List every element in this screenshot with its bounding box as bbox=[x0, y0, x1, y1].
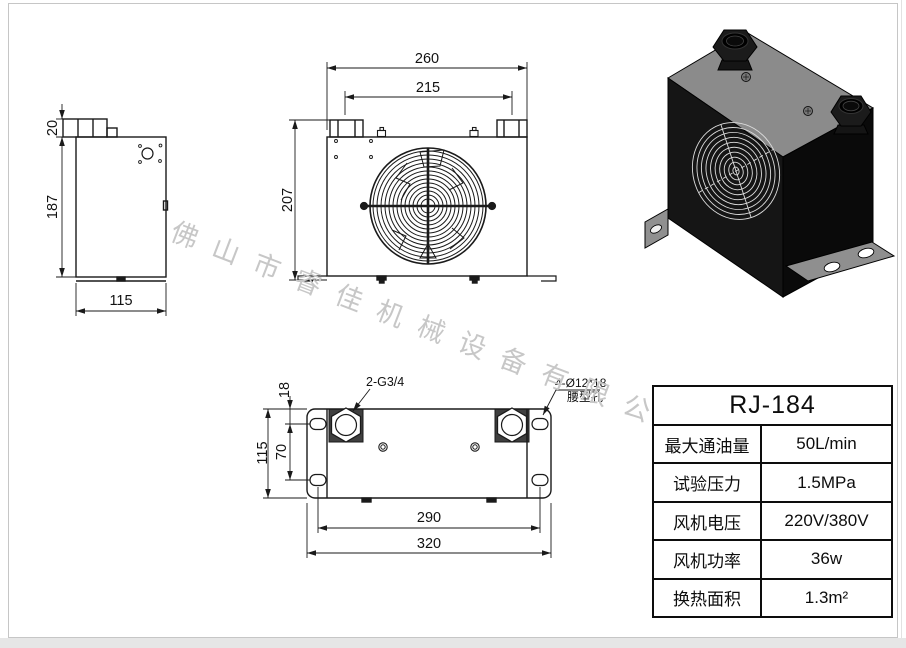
dim-bottom-edge-to-slot: 18 bbox=[277, 382, 293, 398]
spec-label-max-flow: 最大通油量 bbox=[654, 426, 762, 463]
table-row: 试验压力 1.5MPa bbox=[654, 464, 891, 503]
spec-value-max-flow: 50L/min bbox=[796, 434, 857, 454]
bottom-view bbox=[306, 407, 552, 503]
side-view-dimensions bbox=[56, 104, 167, 316]
dim-side-fitting-height: 20 bbox=[45, 120, 61, 136]
dim-front-overall-width: 260 bbox=[415, 51, 439, 67]
dim-front-overall-height: 207 bbox=[280, 188, 296, 212]
dim-front-port-spacing: 215 bbox=[416, 80, 440, 96]
table-row: 换热面积 1.3m² bbox=[654, 579, 891, 617]
spec-table-title: RJ-184 bbox=[654, 387, 891, 426]
sheet-edge-bottom bbox=[0, 638, 906, 648]
iso-view bbox=[644, 29, 896, 298]
spec-value-heat-area: 1.3m² bbox=[804, 587, 849, 607]
dim-side-body-height: 187 bbox=[45, 195, 61, 219]
dim-bottom-plate-width: 115 bbox=[255, 441, 271, 464]
iso-fan-grille bbox=[691, 122, 781, 220]
side-view bbox=[62, 118, 169, 282]
table-row: 最大通油量 50L/min bbox=[654, 426, 891, 465]
sheet-edge-right bbox=[901, 0, 902, 648]
spec-table: RJ-184 最大通油量 50L/min 试验压力 1.5MPa 风机电压 22… bbox=[652, 385, 893, 618]
label-ports: 2-G3/4 bbox=[366, 375, 404, 389]
table-row: 风机功率 36w bbox=[654, 541, 891, 580]
table-row: 风机电压 220V/380V bbox=[654, 502, 891, 542]
spec-label-fan-power: 风机功率 bbox=[654, 541, 762, 578]
spec-label-fan-voltage: 风机电压 bbox=[654, 502, 762, 540]
spec-value-fan-power: 36w bbox=[810, 549, 843, 569]
dim-bottom-slot-span: 290 bbox=[417, 510, 441, 526]
dim-side-width: 115 bbox=[109, 293, 132, 309]
front-view bbox=[297, 119, 557, 284]
spec-label-test-pressure: 试验压力 bbox=[654, 464, 762, 501]
fan-guard bbox=[359, 147, 497, 265]
label-slots-note: 腰型孔 bbox=[567, 390, 603, 404]
front-view-dimensions bbox=[289, 62, 528, 281]
spec-value-fan-voltage: 220V/380V bbox=[784, 511, 869, 531]
bottom-view-dimensions bbox=[263, 388, 600, 558]
dim-bottom-plate-length: 320 bbox=[417, 536, 441, 552]
spec-label-heat-area: 换热面积 bbox=[654, 579, 762, 617]
label-slots: 4-Ø12*18 bbox=[555, 376, 607, 390]
spec-value-test-pressure: 1.5MPa bbox=[797, 472, 856, 492]
dim-bottom-slot-spacing: 70 bbox=[274, 444, 290, 460]
